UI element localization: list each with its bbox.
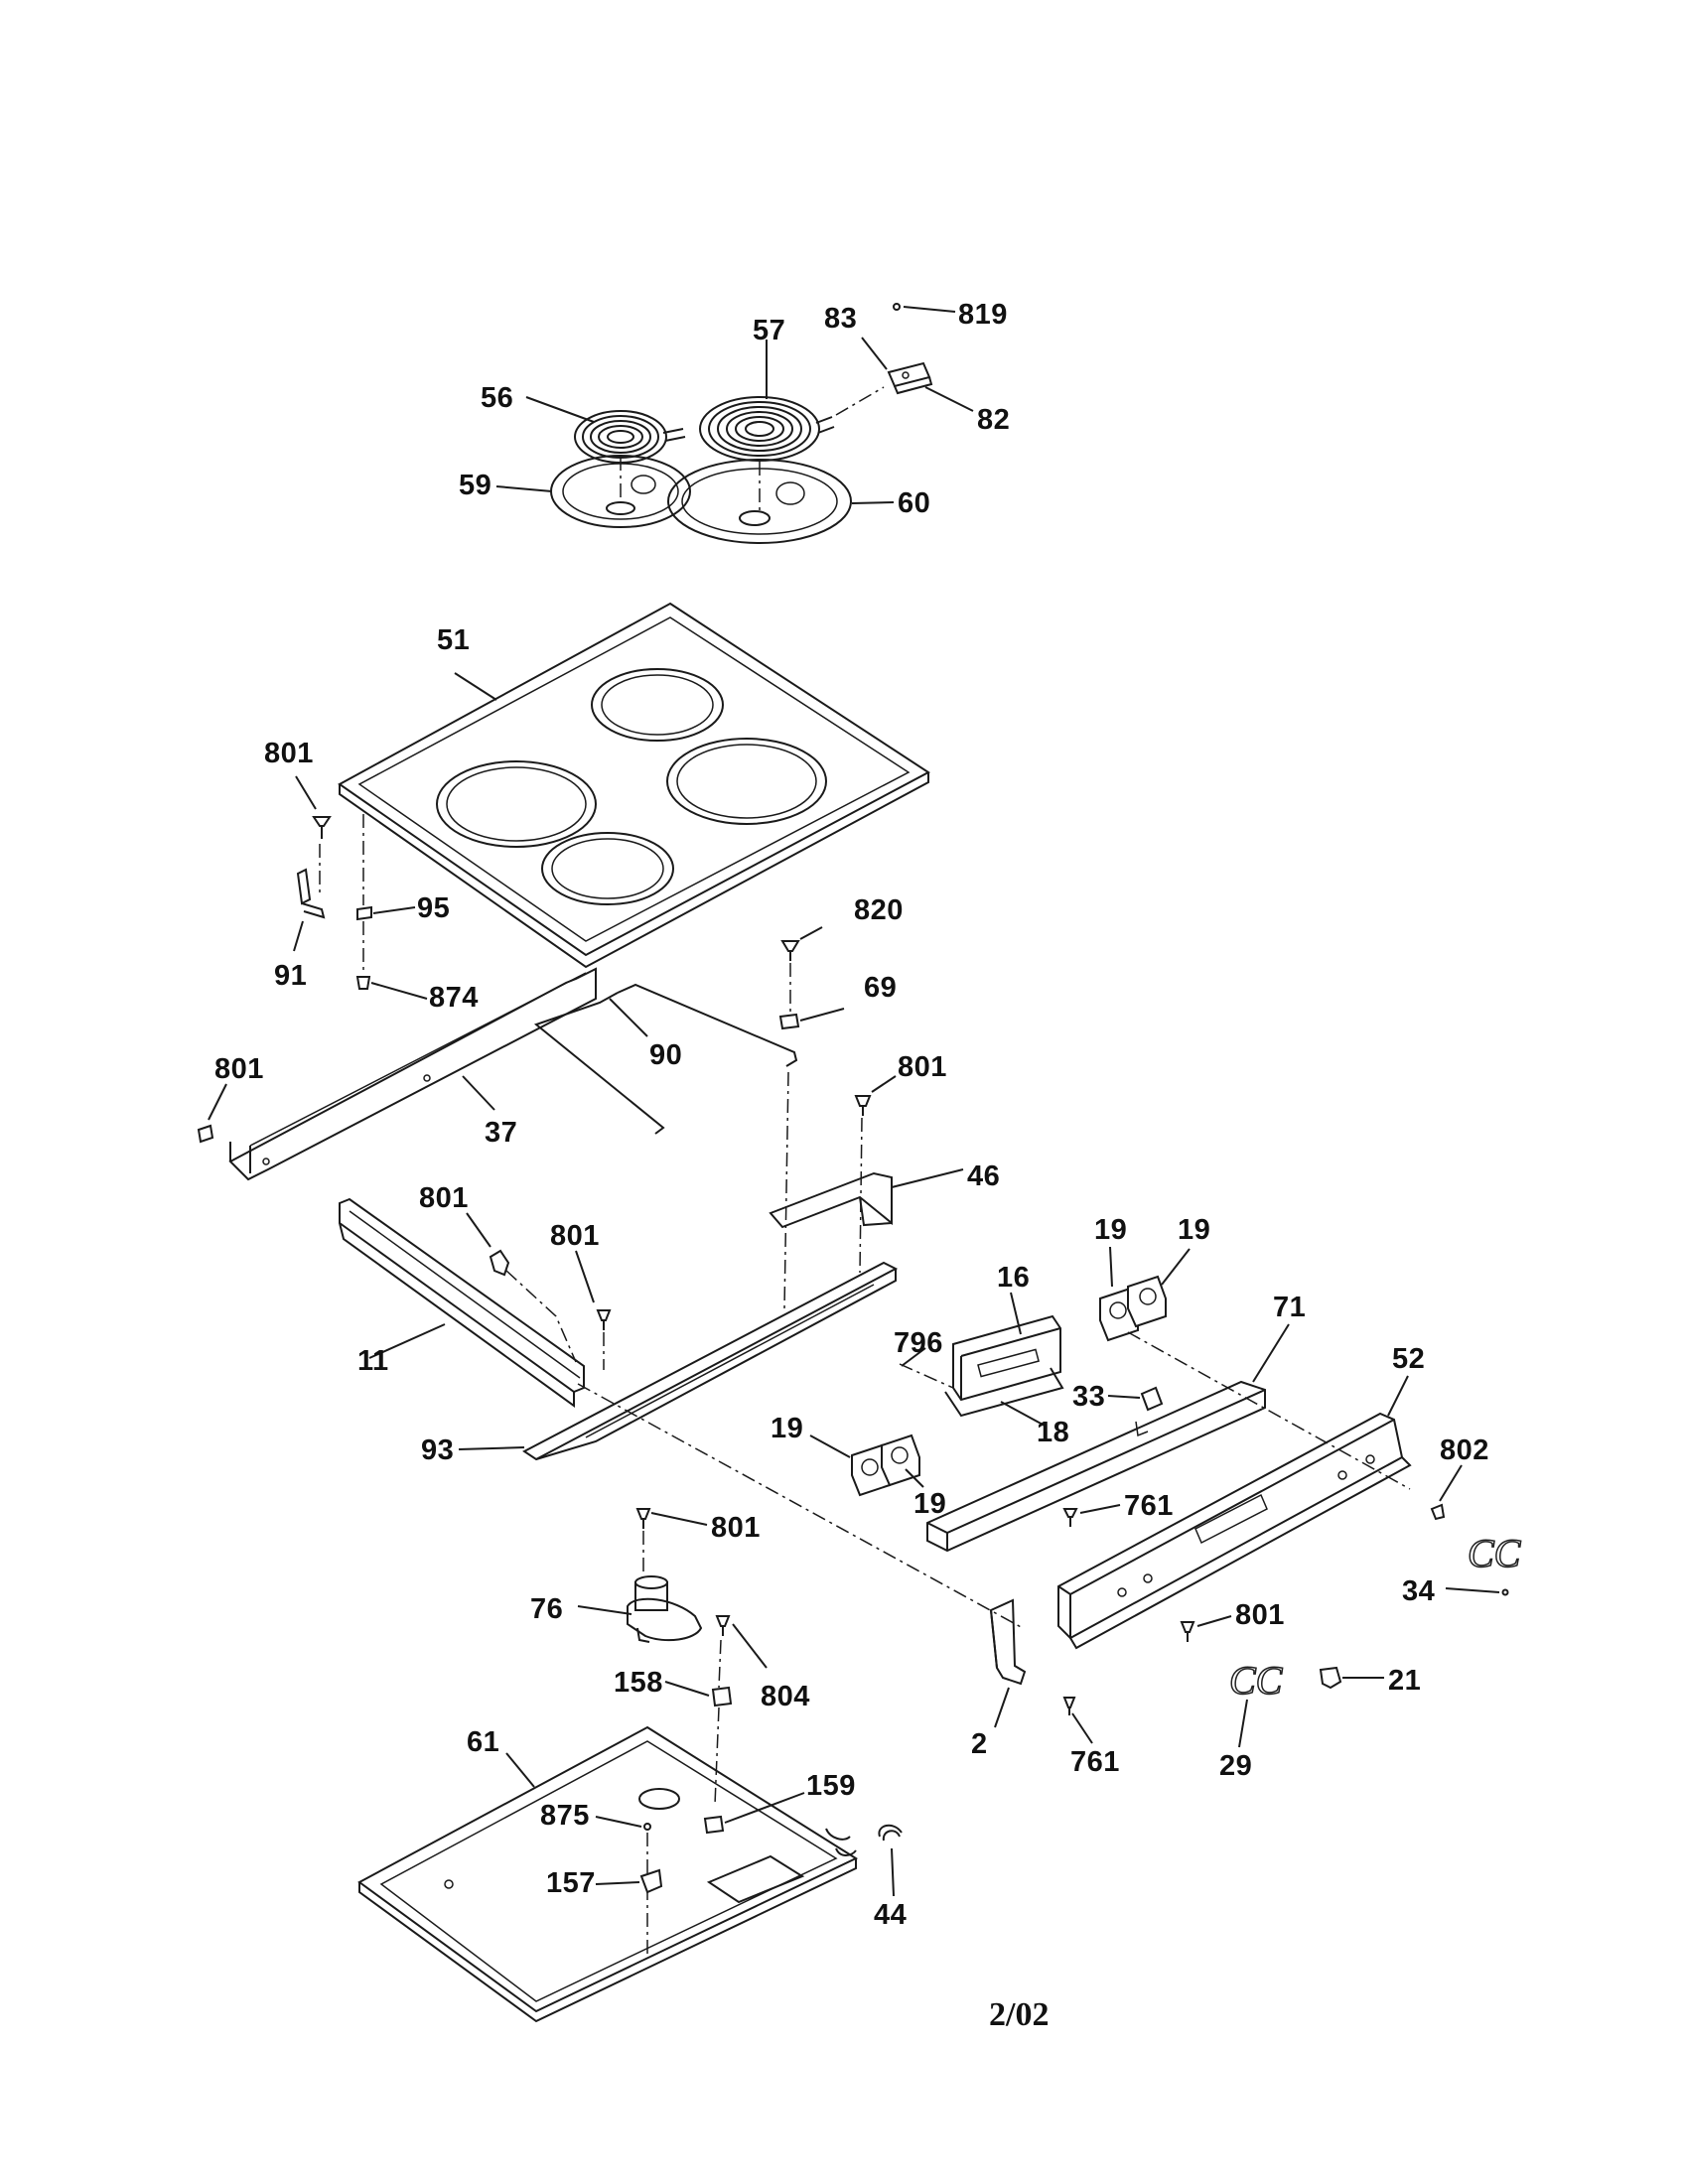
label-29: 29: [1219, 1750, 1252, 1782]
clip-44-icon: [878, 1824, 903, 1842]
clip-69-icon: [778, 1013, 800, 1030]
label-801-right: 801: [898, 1051, 947, 1083]
bracket-91: [296, 844, 326, 919]
label-874: 874: [429, 982, 479, 1014]
screw-820-icon: [780, 940, 800, 961]
element-33: [1140, 1386, 1164, 1412]
cooktop-51: [338, 602, 930, 969]
screw-875-icon: [643, 1823, 651, 1831]
switch-19-top-b: [1127, 1275, 1167, 1328]
screw-761-upper-icon: [1062, 1508, 1078, 1527]
screw-34-icon: [1501, 1588, 1509, 1596]
front-rail-37: [228, 967, 597, 1181]
label-19-bottom-b: 19: [913, 1488, 946, 1520]
label-57: 57: [753, 315, 785, 346]
label-158: 158: [614, 1667, 663, 1699]
label-761-upper: 761: [1124, 1490, 1174, 1522]
element-to-block-line: [835, 386, 885, 416]
clock-timer-16: [952, 1314, 1061, 1402]
label-801-top: 801: [264, 738, 314, 769]
bracket-46: [769, 1171, 893, 1229]
label-34: 34: [1402, 1575, 1435, 1607]
screw-801-left-icon: [197, 1124, 214, 1144]
screw-761-lower-icon: [1062, 1697, 1076, 1715]
label-56: 56: [481, 382, 513, 414]
wire-rod-90: [533, 983, 798, 1135]
label-157: 157: [546, 1867, 596, 1899]
label-93: 93: [421, 1434, 454, 1466]
label-90: 90: [649, 1039, 682, 1071]
terminal-block-82: [887, 361, 933, 395]
label-44: 44: [874, 1899, 907, 1931]
label-95: 95: [417, 892, 450, 924]
screw-801-right-icon: [854, 1095, 872, 1116]
label-46: 46: [967, 1160, 1000, 1192]
screw-801-right-centre-icon: [596, 1309, 612, 1330]
small-surface-element-56: [574, 410, 686, 464]
bracket-157-icon: [639, 1868, 663, 1894]
label-11: 11: [357, 1345, 389, 1377]
label-804: 804: [761, 1681, 810, 1712]
label-51: 51: [437, 624, 470, 656]
screw-801-centre-icon: [489, 1249, 510, 1277]
label-819: 819: [958, 299, 1008, 331]
label-52: 52: [1392, 1343, 1425, 1375]
label-60: 60: [898, 487, 930, 519]
channel-93: [522, 1261, 899, 1461]
label-820: 820: [854, 894, 904, 926]
label-801-right-centre: 801: [550, 1220, 600, 1252]
clip-95-icon: [356, 905, 372, 921]
screw-802-icon: [1430, 1503, 1446, 1521]
motor-76: [627, 1575, 703, 1643]
label-18: 18: [1037, 1417, 1069, 1448]
screw-801-top-left-icon: [312, 816, 332, 839]
label-61: 61: [467, 1726, 499, 1758]
label-71: 71: [1273, 1292, 1306, 1323]
label-82: 82: [977, 404, 1010, 436]
clip-158-icon: [711, 1686, 733, 1707]
knob-clip-21-icon: [1319, 1666, 1342, 1690]
label-801-lower-right: 801: [1235, 1599, 1285, 1631]
label-796: 796: [894, 1327, 943, 1359]
large-surface-element-57: [699, 396, 835, 462]
board-18: [944, 1367, 1064, 1418]
backguard-52: [1057, 1412, 1412, 1650]
screw-874-icon: [355, 976, 371, 990]
label-33: 33: [1072, 1381, 1105, 1413]
label-91: 91: [274, 960, 307, 992]
label-76: 76: [530, 1593, 563, 1625]
bottom-panel-61: [357, 1725, 859, 2023]
label-19-top-a: 19: [1094, 1214, 1127, 1246]
label-69: 69: [864, 972, 897, 1004]
label-37: 37: [485, 1117, 517, 1149]
label-59: 59: [459, 470, 491, 501]
screw-801-lower-left-icon: [635, 1508, 651, 1529]
label-21: 21: [1388, 1665, 1421, 1697]
label-761-lower: 761: [1070, 1746, 1120, 1778]
revision-code: 2/02: [989, 1996, 1049, 2033]
annotation-mark-cc-lower: CC: [1229, 1658, 1284, 1703]
label-16: 16: [997, 1262, 1030, 1294]
screw-819-icon: [893, 303, 901, 311]
label-159: 159: [806, 1770, 856, 1802]
label-801-lower-left: 801: [711, 1512, 761, 1544]
label-801-centre: 801: [419, 1182, 469, 1214]
bracket-2: [989, 1598, 1027, 1686]
rail-71: [926, 1380, 1266, 1553]
label-19-top-b: 19: [1178, 1214, 1210, 1246]
label-83: 83: [824, 303, 857, 335]
screw-801-lower-right-icon: [1180, 1621, 1195, 1642]
label-19-bottom-a: 19: [771, 1413, 803, 1444]
annotation-mark-cc-right: CC: [1468, 1531, 1522, 1575]
label-801-left: 801: [214, 1053, 264, 1085]
label-875: 875: [540, 1800, 590, 1832]
screw-804-icon: [715, 1615, 731, 1636]
sensor-159-icon: [703, 1815, 725, 1835]
label-802: 802: [1440, 1434, 1489, 1466]
label-2: 2: [971, 1728, 988, 1760]
small-drip-pan-59: [550, 455, 691, 528]
large-drip-pan-60: [667, 459, 852, 544]
